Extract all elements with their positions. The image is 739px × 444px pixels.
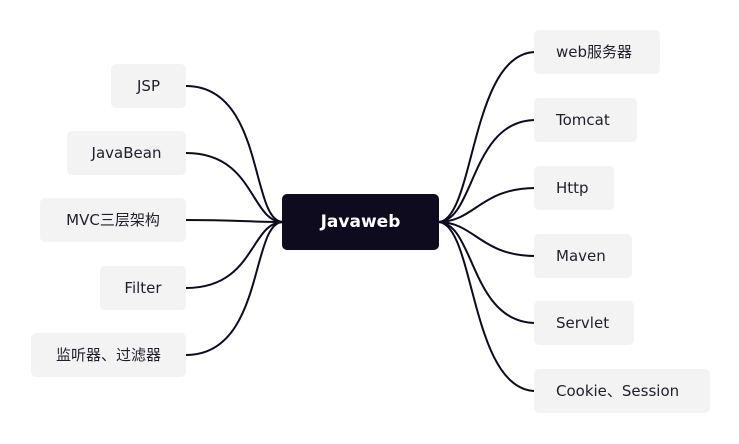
node-http[interactable]: Http: [534, 166, 614, 210]
node-webserver[interactable]: web服务器: [534, 30, 660, 74]
connector-cookie: [437, 221, 537, 392]
node-servlet[interactable]: Servlet: [534, 301, 634, 345]
node-javabean[interactable]: JavaBean: [67, 131, 186, 175]
connector-jsp: [185, 85, 284, 223]
connector-maven: [437, 221, 537, 257]
connector-mvc: [185, 219, 284, 223]
node-mvc[interactable]: MVC三层架构: [40, 198, 186, 242]
connector-http: [437, 187, 537, 223]
connector-webserver: [437, 51, 537, 223]
node-tomcat[interactable]: Tomcat: [534, 98, 637, 142]
connector-listener: [185, 221, 284, 356]
connector-tomcat: [437, 119, 537, 223]
connector-javabean: [185, 152, 284, 223]
node-cookie-session[interactable]: Cookie、Session: [534, 369, 710, 413]
node-jsp[interactable]: JSP: [111, 64, 186, 108]
connector-servlet: [437, 221, 537, 324]
node-filter[interactable]: Filter: [100, 266, 186, 310]
root-node[interactable]: Javaweb: [282, 194, 439, 250]
node-listener-filter[interactable]: 监听器、过滤器: [31, 333, 186, 377]
node-maven[interactable]: Maven: [534, 234, 632, 278]
connector-filter: [185, 221, 284, 289]
